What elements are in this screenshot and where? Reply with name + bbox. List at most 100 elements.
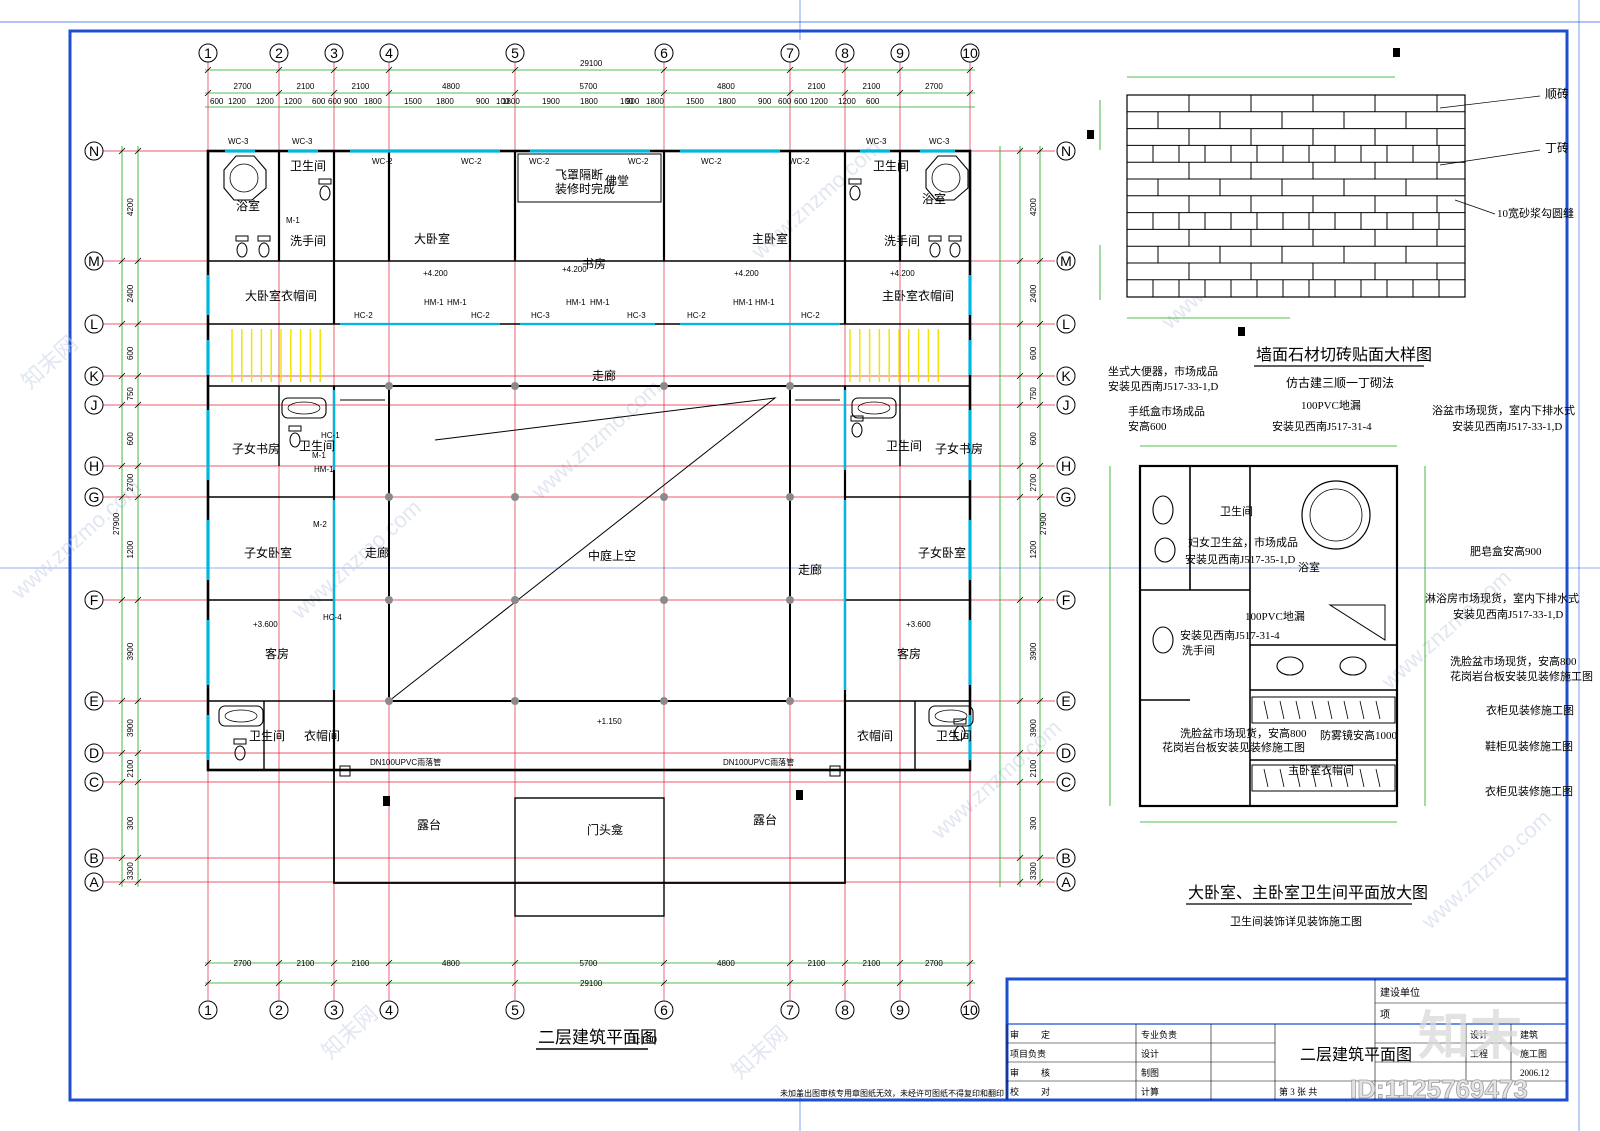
span-sub: 600 xyxy=(778,97,792,106)
dim-tick xyxy=(1016,854,1024,862)
bath-note: 安高600 xyxy=(1128,419,1167,433)
tb-client: 建设单位 xyxy=(1380,986,1420,999)
bathtub-icon xyxy=(934,709,968,723)
plan-tag: HC-3 xyxy=(627,311,646,320)
downspout-icon xyxy=(829,765,841,777)
plan-tag: M-1 xyxy=(312,451,326,460)
hanger-icon xyxy=(1263,700,1269,720)
axis-label-col: 6 xyxy=(660,45,668,61)
axis-label-row: J xyxy=(91,397,98,413)
plan-tag: +4.200 xyxy=(562,265,587,274)
room-label: 走廊 xyxy=(365,545,389,560)
dim-tick xyxy=(1016,320,1024,328)
plan-tag: WC-2 xyxy=(372,157,393,166)
axis-bubble xyxy=(1056,314,1076,334)
span-right: 2100 xyxy=(1029,759,1038,777)
dim-tick xyxy=(896,959,904,967)
dim-tick xyxy=(330,66,338,74)
toilet-icon xyxy=(258,242,270,258)
span-sub: 1800 xyxy=(580,97,598,106)
toilet-icon xyxy=(848,178,862,185)
shower-icon xyxy=(925,155,969,201)
plan-tag: M-2 xyxy=(313,520,327,529)
shower-icon xyxy=(1301,480,1371,550)
span-left: 750 xyxy=(126,387,135,401)
axis-label-row: L xyxy=(1062,316,1070,332)
dim-tick xyxy=(1016,749,1024,757)
dim-tick xyxy=(330,979,338,987)
axis-bubble xyxy=(379,1000,399,1020)
toilet-icon xyxy=(851,422,863,438)
span-left: 4200 xyxy=(126,198,135,216)
dim-tick xyxy=(275,979,283,987)
axis-bubble xyxy=(1056,366,1076,386)
bathroom-detail xyxy=(1109,445,1426,823)
dim-tick xyxy=(204,959,212,967)
axis-label-col: 9 xyxy=(896,1002,904,1018)
axis-bubble xyxy=(379,43,399,63)
span-sub: 100 xyxy=(620,97,634,106)
tb-role-2: 项目负责 xyxy=(1010,1048,1046,1059)
axis-label-row: H xyxy=(89,458,99,474)
room-label: 卫生间 xyxy=(290,159,326,173)
dim-tick xyxy=(118,401,126,409)
axis-label-row: E xyxy=(1061,693,1070,709)
dim-tick xyxy=(966,66,974,74)
bath-note: 洗手间 xyxy=(1182,643,1215,657)
toilet-icon xyxy=(289,432,301,448)
span-sub: 1200 xyxy=(256,97,274,106)
tb-mid-4: 计算 xyxy=(1141,1086,1159,1097)
span-top: 2700 xyxy=(925,82,943,91)
dim-tick xyxy=(134,320,142,328)
room-label: 衣帽间 xyxy=(304,728,340,743)
room-label: 卫生间 xyxy=(873,159,909,173)
dimension-texts: 2910029100270027002100210021002100480048… xyxy=(112,59,1048,988)
entry-niche xyxy=(514,797,665,917)
bathroom-notes: 坐式大便器，市场成品安装见西南J517-33-1,D手纸盒市场成品安高60010… xyxy=(1108,364,1593,798)
detail1-subtitle: 仿古建三顺一丁砌法 xyxy=(1286,375,1394,390)
tb-mid-1: 专业负责 xyxy=(1141,1029,1177,1040)
tb-role-3: 审 xyxy=(1010,1067,1019,1078)
buddha-hall-box xyxy=(517,153,662,203)
bath-note: 安装见西南J517-33-1,D xyxy=(1453,607,1563,621)
dim-tick xyxy=(118,257,126,265)
span-right: 3900 xyxy=(1029,642,1038,660)
plan-tag: +4.200 xyxy=(734,269,759,278)
hanger-icon xyxy=(1295,768,1301,788)
tb-designer: 设计 xyxy=(1470,1029,1488,1040)
dim-tick xyxy=(118,372,126,380)
axis-label-col: 10 xyxy=(962,1002,978,1018)
room-label: 主卧室衣帽间 xyxy=(882,288,954,303)
dim-tick xyxy=(966,89,974,97)
tb-role-1: 审 xyxy=(1010,1029,1019,1040)
bath-note: 安装见西南J517-33-1,D xyxy=(1108,379,1218,393)
span-left: 1200 xyxy=(126,540,135,558)
plan-tag: HC-2 xyxy=(471,311,490,320)
hanger-icon xyxy=(1279,768,1285,788)
axis-bubble xyxy=(1056,590,1076,610)
column xyxy=(660,493,668,501)
span-right: 3900 xyxy=(1029,719,1038,737)
axis-bubble xyxy=(1056,743,1076,763)
axis-label-row: B xyxy=(89,850,98,866)
shower-tray-icon xyxy=(1328,604,1386,641)
axis-label-col: 9 xyxy=(896,45,904,61)
room-labels: 卫生间浴室洗手间大卧室衣帽间大卧室佛堂飞罩隔断装修时完成书房主卧室卫生间浴室洗手… xyxy=(232,159,983,837)
span-right: 4200 xyxy=(1029,198,1038,216)
toilet-icon xyxy=(949,242,961,258)
tb-note: 未加盖出图审核专用章图纸无效，未经许可图纸不得复印和翻印 xyxy=(780,1088,1004,1098)
span-sub: 900 xyxy=(626,97,640,106)
span-sub: 1900 xyxy=(542,97,560,106)
plan-tag: WC-2 xyxy=(628,157,649,166)
axis-bubble xyxy=(960,43,980,63)
axis-bubble xyxy=(84,772,104,792)
bath-note: 安装见西南J517-31-4 xyxy=(1272,419,1372,433)
axis-bubble xyxy=(1056,395,1076,415)
bath-note: 卫生间 xyxy=(1220,504,1253,518)
axis-label-col: 4 xyxy=(385,45,393,61)
axis-label-row: A xyxy=(89,874,99,890)
axis-label-row: G xyxy=(89,489,100,505)
plan-tag: HM-1 xyxy=(424,298,444,307)
brand-logo: 知末 xyxy=(1418,1008,1522,1066)
dim-tick xyxy=(118,596,126,604)
